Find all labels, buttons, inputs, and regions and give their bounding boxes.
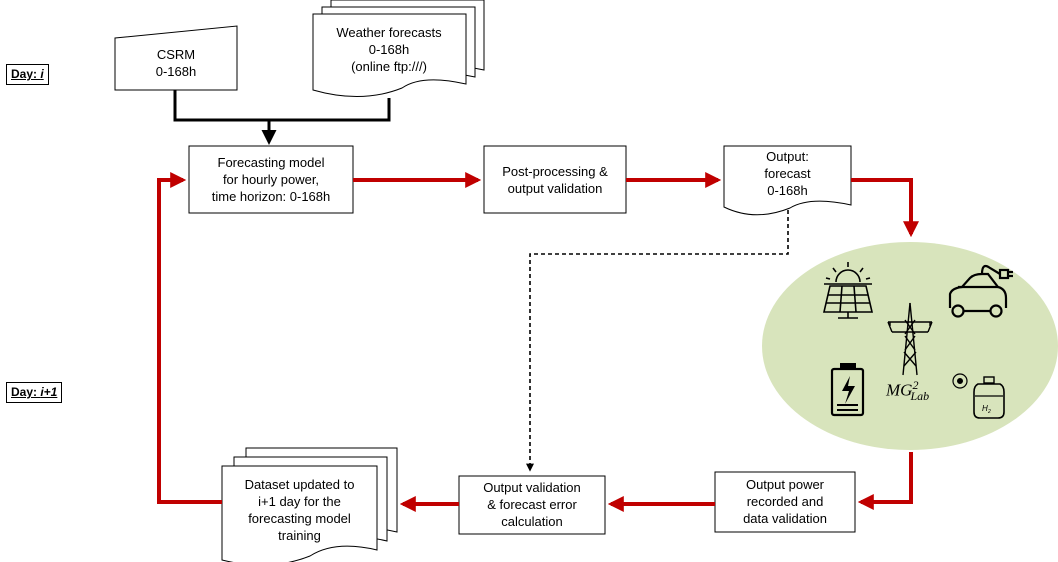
output-forecast-label: Output: forecast 0-168h: [764, 149, 811, 198]
arrow-microgrid-to-power: [857, 452, 913, 510]
microgrid-lab-label: MG2Lab: [886, 378, 929, 404]
svg-text:2: 2: [987, 409, 991, 415]
csrm-shape: [114, 25, 238, 91]
day-i-index: i: [40, 67, 44, 81]
output-power-box: [714, 471, 856, 533]
dataset-multidoc: [221, 447, 398, 562]
weather-arrow: [269, 98, 391, 122]
day-i-label: Day: i: [6, 64, 49, 85]
power-pylon-icon: [887, 302, 933, 376]
output-forecast-doc: [723, 145, 852, 216]
mg-sup: 2: [912, 378, 919, 392]
csrm-arrow: [173, 90, 269, 122]
csrm-label: CSRM 0-168h: [155, 47, 197, 79]
mg-sub: Lab: [910, 389, 930, 404]
day-i-prefix: Day:: [11, 67, 41, 81]
day-i1-index: i+1: [40, 385, 58, 399]
day-i1-prefix: Day:: [11, 385, 41, 399]
output-power-label: Output power recorded and data validatio…: [743, 477, 827, 526]
arrow-output-to-microgrid: [851, 178, 919, 238]
output-validation-box: [458, 475, 606, 535]
hydrogen-tank-icon: H 2: [952, 373, 1005, 419]
arrow-dataset-to-model: [157, 172, 222, 504]
weather-label: Weather forecasts 0-168h (online ftp:///…: [336, 25, 442, 74]
solar-panel-icon: [822, 262, 874, 319]
post-processing-label: Post-processing & output validation: [502, 164, 608, 196]
microgrid-ellipse: [762, 242, 1058, 450]
output-validation-label: Output validation & forecast error calcu…: [483, 480, 581, 529]
day-i1-label: Day: i+1: [6, 382, 63, 403]
dataset-updated-label: Dataset updated to i+1 day for the forec…: [244, 477, 355, 543]
mg-main: MG: [886, 380, 913, 400]
dashed-forecast-to-validation: [526, 210, 789, 472]
forecasting-model-label: Forecasting model for hourly power, time…: [211, 155, 331, 204]
svg-text:H: H: [982, 404, 988, 413]
battery-icon: [830, 363, 865, 417]
electric-car-icon: [948, 264, 1013, 318]
post-processing-box: [483, 145, 627, 214]
weather-multidoc: [312, 0, 485, 97]
